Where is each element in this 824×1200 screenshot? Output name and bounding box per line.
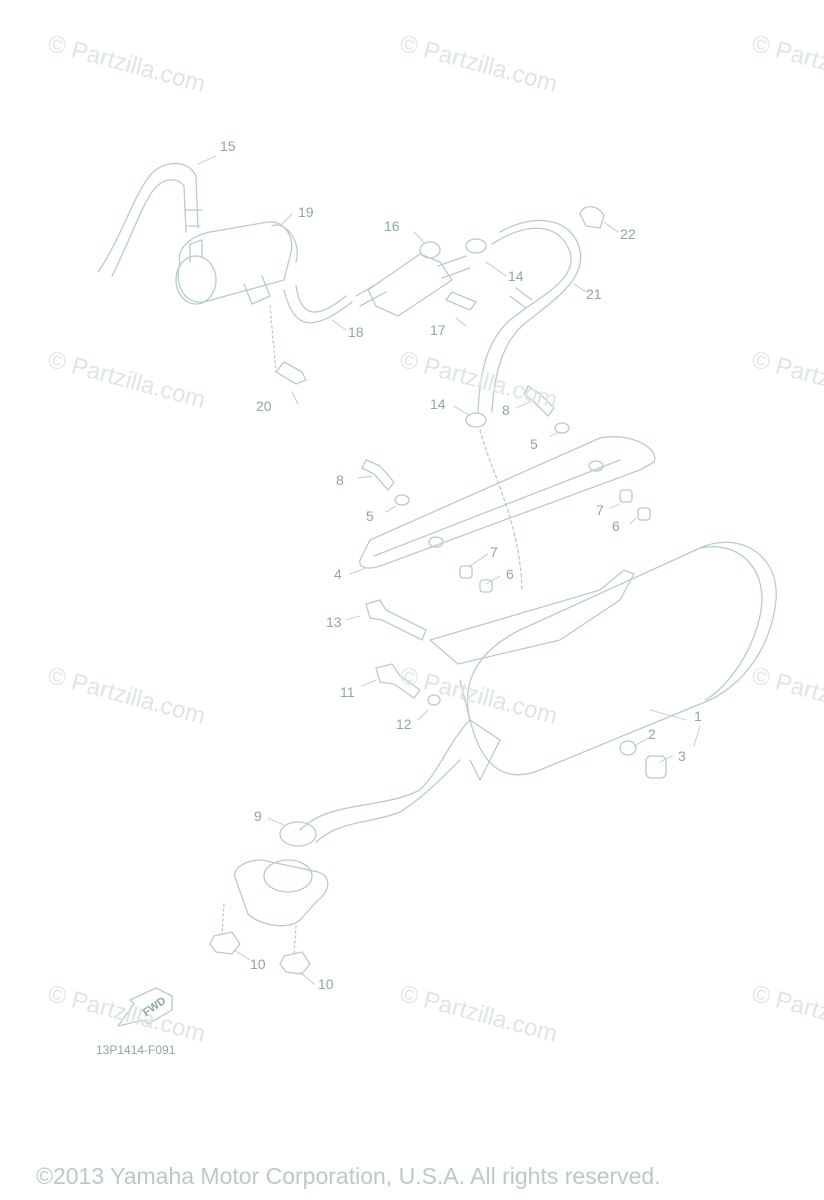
fwd-arrow-icon: [117, 987, 173, 1027]
part-19-ring: [271, 224, 298, 263]
callout-20[interactable]: 20: [256, 398, 272, 414]
callout-12[interactable]: 12: [396, 716, 412, 732]
part-19-endcap: [175, 255, 217, 305]
connection-line: [479, 429, 523, 591]
part-5-washer-b: [554, 422, 570, 434]
part-10-nut-b: [279, 951, 311, 975]
part-6-spacer: [479, 579, 493, 593]
part-7-spacer: [459, 565, 473, 579]
callout-2[interactable]: 2: [648, 726, 656, 742]
part-1-bracket: [429, 569, 635, 665]
part-19-nozzle: [189, 239, 203, 263]
callout-14[interactable]: 14: [508, 268, 524, 284]
part-15-clip: [184, 209, 203, 227]
part-14-lower-clamp: [465, 412, 487, 428]
part-9-gasket: [279, 821, 317, 847]
callout-16[interactable]: 16: [384, 218, 400, 234]
callout-9[interactable]: 9: [254, 808, 262, 824]
part-7-collar: [428, 536, 444, 548]
callout-3[interactable]: 3: [678, 748, 686, 764]
part-17-bolt: [445, 291, 477, 311]
part-7-collar-b: [588, 460, 604, 472]
part-20-bolt: [275, 361, 307, 385]
callout-8[interactable]: 8: [502, 402, 510, 418]
callout-18[interactable]: 18: [348, 324, 364, 340]
part-7-spacer-b: [619, 489, 633, 503]
part-10-nut: [209, 931, 241, 955]
callout-6[interactable]: 6: [506, 566, 514, 582]
callout-14[interactable]: 14: [430, 396, 446, 412]
part-15-hose: [97, 162, 199, 277]
part-3-spacer: [645, 755, 667, 779]
callout-5[interactable]: 5: [530, 436, 538, 452]
callout-6[interactable]: 6: [612, 518, 620, 534]
part-1-muffler-end: [699, 546, 763, 701]
callout-1[interactable]: 1: [694, 708, 702, 724]
part-16-pipe-left: [355, 281, 387, 307]
callout-10[interactable]: 10: [318, 976, 334, 992]
part-13-bolt: [365, 599, 427, 641]
part-1-bracket-arm: [459, 679, 501, 781]
callout-4[interactable]: 4: [334, 566, 342, 582]
part-6-spacer-b: [637, 507, 651, 521]
part-19-body: [177, 221, 293, 303]
part-4-heat-guard: [359, 436, 656, 569]
part-8-bolt-b: [523, 385, 555, 417]
part-16-cap: [419, 241, 441, 259]
copyright-notice: ©2013 Yamaha Motor Corporation, U.S.A. A…: [36, 1163, 661, 1189]
part-19-bracket: [243, 275, 271, 305]
callout-21[interactable]: 21: [586, 286, 602, 302]
part-21-joint: [509, 287, 533, 309]
callout-10[interactable]: 10: [250, 956, 266, 972]
flange-port: [263, 859, 313, 893]
callout-22[interactable]: 22: [620, 226, 636, 242]
part-1-pipe: [299, 719, 471, 843]
part-16-pipe-right: [437, 255, 471, 279]
part-12-washer: [427, 694, 441, 706]
leader-lines: [197, 155, 701, 985]
part-8-bolt: [361, 459, 395, 491]
callout-5[interactable]: 5: [366, 508, 374, 524]
callout-7[interactable]: 7: [596, 502, 604, 518]
callout-7[interactable]: 7: [490, 544, 498, 560]
part-21-pipe: [477, 219, 582, 413]
part-11-bolt: [375, 663, 421, 699]
part-18-hose: [283, 285, 353, 324]
figure-code: 13P1414-F091: [96, 1043, 176, 1057]
callout-8[interactable]: 8: [336, 472, 344, 488]
part-22-clip: [579, 206, 605, 229]
callout-13[interactable]: 13: [326, 614, 342, 630]
callout-19[interactable]: 19: [298, 204, 314, 220]
flange: [234, 859, 329, 927]
callout-11[interactable]: 11: [340, 684, 355, 700]
part-16-plate: [367, 253, 453, 317]
callout-17[interactable]: 17: [430, 322, 446, 338]
part-14-clamp: [465, 238, 487, 254]
part-1-muffler: [466, 541, 777, 776]
part-2-collar: [619, 740, 637, 756]
part-5-washer: [394, 494, 410, 506]
callout-15[interactable]: 15: [220, 138, 236, 154]
